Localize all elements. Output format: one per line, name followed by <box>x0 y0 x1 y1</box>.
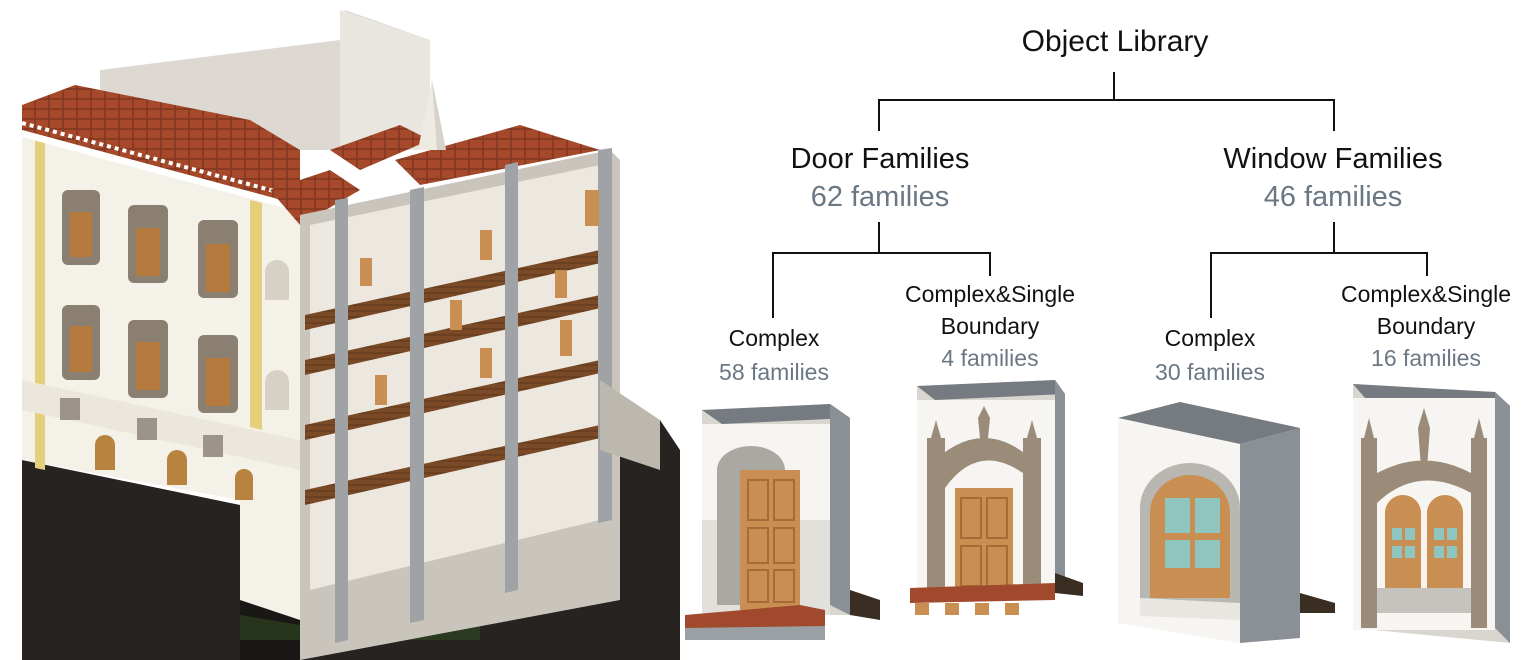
window-families-count: 46 families <box>1263 181 1403 213</box>
window-single-count: 16 families <box>1371 345 1481 371</box>
connector-root-stem <box>1113 72 1115 100</box>
door-single-title-line2: Boundary <box>940 313 1040 339</box>
connector-window-complex-drop <box>1210 252 1212 318</box>
door-complex-title: Complex <box>728 325 820 351</box>
root-node-title: Object Library <box>1021 25 1209 58</box>
window-complex-example <box>1118 402 1335 643</box>
connector-level1-bar <box>878 99 1335 101</box>
connector-door-drop <box>878 99 880 131</box>
connector-door-bar <box>772 252 991 254</box>
window-single-title-line1: Complex&Single <box>1340 281 1512 307</box>
window-single-boundary-example <box>1353 384 1510 643</box>
connector-door-stem <box>878 222 880 252</box>
palace-cutaway-illustration <box>21 10 680 660</box>
window-complex-title: Complex <box>1164 325 1256 351</box>
connector-window-single-drop <box>1426 252 1428 276</box>
door-single-boundary-example <box>910 380 1083 615</box>
door-complex-count: 58 families <box>719 359 829 385</box>
window-complex-count: 30 families <box>1155 359 1265 385</box>
door-complex-example <box>685 404 880 640</box>
connector-window-stem <box>1333 222 1335 252</box>
door-families-title: Door Families <box>790 143 970 175</box>
door-single-count: 4 families <box>941 345 1039 371</box>
connector-door-complex-drop <box>772 252 774 318</box>
door-families-count: 62 families <box>810 181 950 213</box>
window-single-title-line2: Boundary <box>1376 313 1476 339</box>
window-families-title: Window Families <box>1223 143 1443 175</box>
connector-window-bar <box>1210 252 1428 254</box>
connector-window-drop <box>1333 99 1335 131</box>
door-single-title-line1: Complex&Single <box>904 281 1076 307</box>
connector-door-single-drop <box>989 252 991 276</box>
